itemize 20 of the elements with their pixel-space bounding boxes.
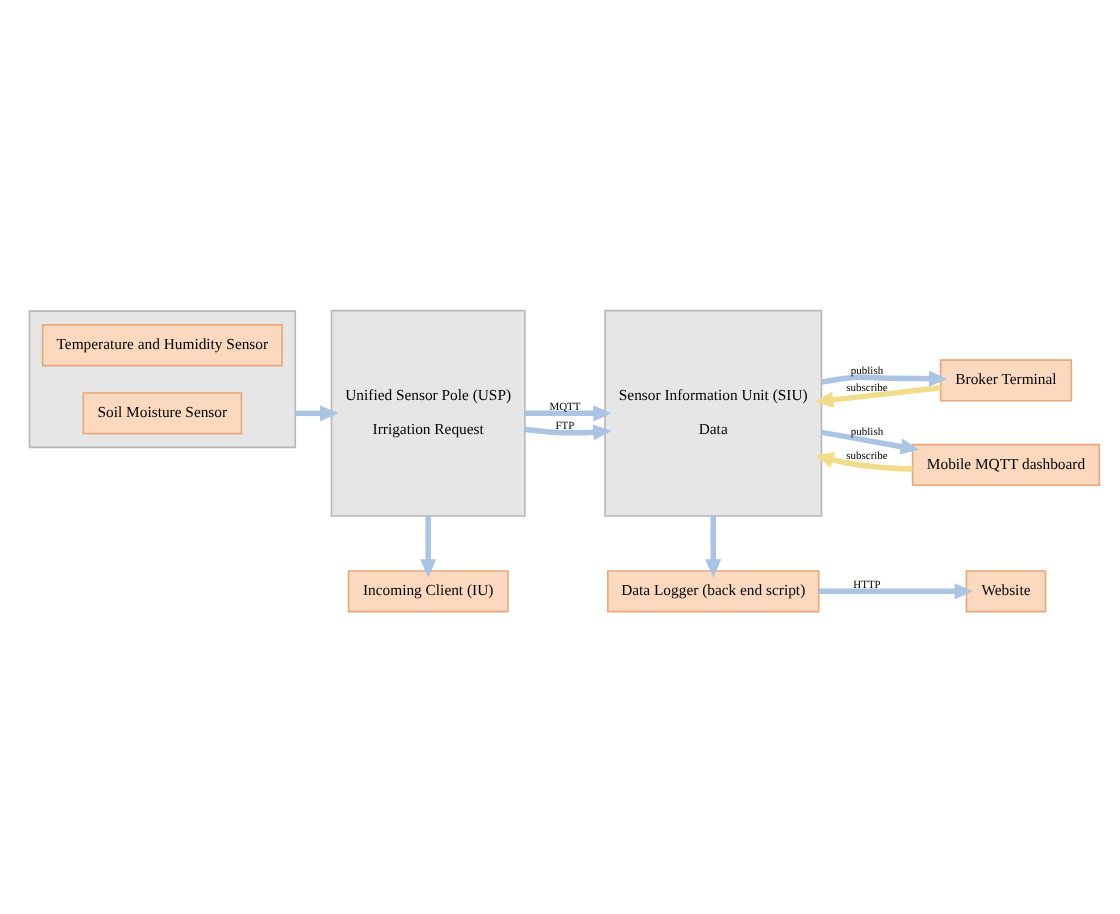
node-box: Broker Terminal	[939, 359, 1073, 402]
arrow	[815, 452, 913, 472]
node-box: Sensor Information Unit (SIU) Data	[604, 309, 823, 517]
node-box: Data Logger (back end script)	[606, 570, 820, 613]
arrow	[818, 583, 974, 600]
node-box: Website	[965, 570, 1047, 613]
node-box: Temperature and Humidity Sensor	[41, 324, 283, 367]
arrow	[295, 405, 339, 422]
arrow	[524, 424, 612, 441]
arrow	[821, 370, 948, 387]
arrow	[821, 429, 920, 455]
node-box: Incoming Client (IU)	[347, 570, 509, 613]
node-box: Mobile MQTT dashboard	[911, 443, 1101, 487]
cluster	[28, 310, 297, 449]
node-box: Unified Sensor Pole (USP) Irrigation Request	[330, 309, 526, 517]
arrow	[420, 516, 437, 578]
node-box: Soil Moisture Sensor	[82, 392, 243, 435]
arrow	[814, 384, 941, 408]
arrow	[525, 405, 612, 422]
arrow	[705, 516, 722, 578]
